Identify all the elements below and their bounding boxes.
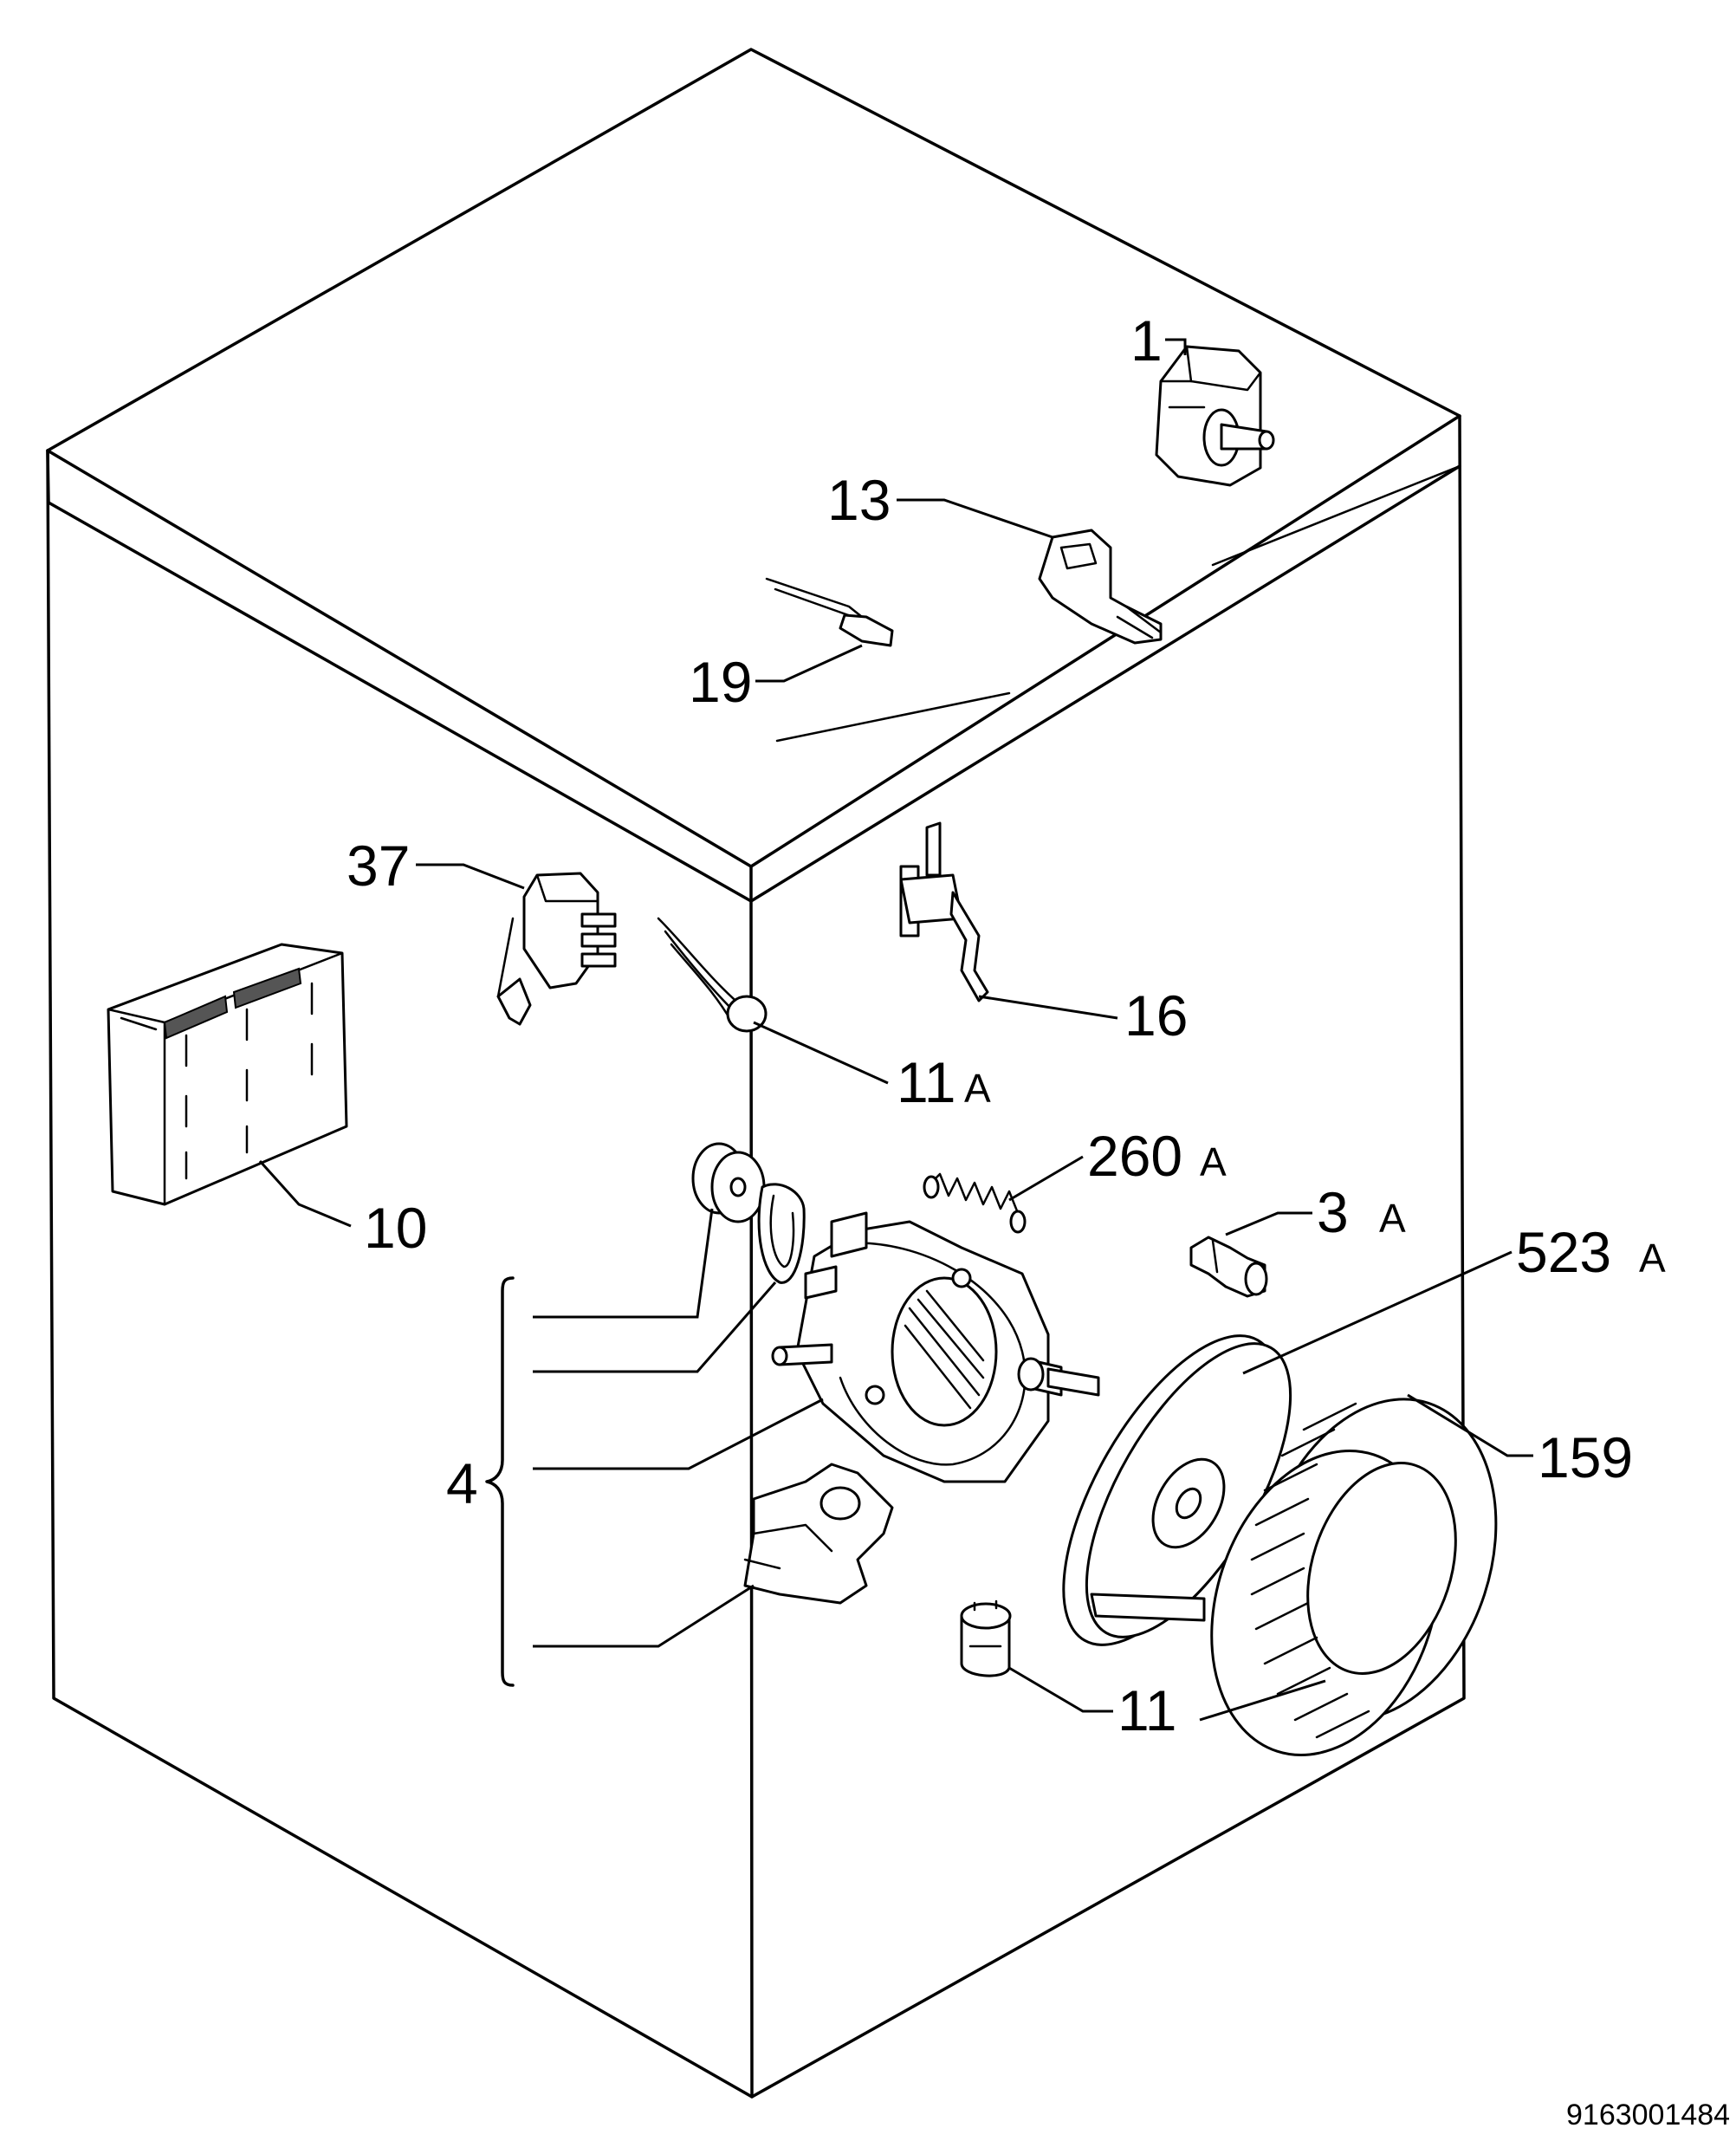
part-1-programmer bbox=[1155, 345, 1275, 487]
part-13-switch bbox=[1038, 529, 1163, 645]
part-37-connector bbox=[496, 872, 617, 1026]
part-4-bracket bbox=[485, 1208, 824, 1687]
label-11a-suffix: A bbox=[964, 1066, 991, 1111]
part-16-microswitch bbox=[899, 821, 989, 1002]
label-3a-suffix: A bbox=[1379, 1196, 1406, 1241]
part-159-fan-wheel bbox=[1210, 1398, 1498, 1756]
label-13: 13 bbox=[827, 468, 891, 532]
label-37: 37 bbox=[347, 834, 410, 898]
part-4-motor-assembly bbox=[691, 1142, 1100, 1605]
label-260a: 260 bbox=[1087, 1124, 1182, 1188]
label-11a: 11 bbox=[897, 1050, 956, 1114]
part-11-capacitor bbox=[960, 1599, 1012, 1677]
drawing-number: 9163001484 bbox=[1566, 2099, 1730, 2131]
label-3a: 3 bbox=[1317, 1180, 1349, 1244]
label-4: 4 bbox=[446, 1451, 478, 1515]
label-523a-suffix: A bbox=[1639, 1236, 1666, 1281]
callout-labels: 1 13 19 37 16 11 A 10 260 A 3 A 523 A 4 … bbox=[347, 308, 1666, 1742]
leader-lines bbox=[258, 338, 1533, 1722]
part-19-sensor bbox=[765, 577, 894, 647]
label-10: 10 bbox=[364, 1196, 427, 1260]
label-523a: 523 bbox=[1516, 1220, 1611, 1284]
part-260a-spring bbox=[923, 1172, 1027, 1234]
part-3a-fitting bbox=[1189, 1236, 1268, 1298]
label-16: 16 bbox=[1124, 983, 1188, 1048]
cabinet-outline bbox=[46, 48, 1466, 2099]
label-1: 1 bbox=[1130, 308, 1163, 373]
part-10-filter bbox=[107, 943, 348, 1206]
label-19: 19 bbox=[689, 650, 752, 714]
label-260a-suffix: A bbox=[1200, 1139, 1227, 1184]
label-159: 159 bbox=[1538, 1425, 1633, 1489]
label-11: 11 bbox=[1117, 1678, 1177, 1742]
